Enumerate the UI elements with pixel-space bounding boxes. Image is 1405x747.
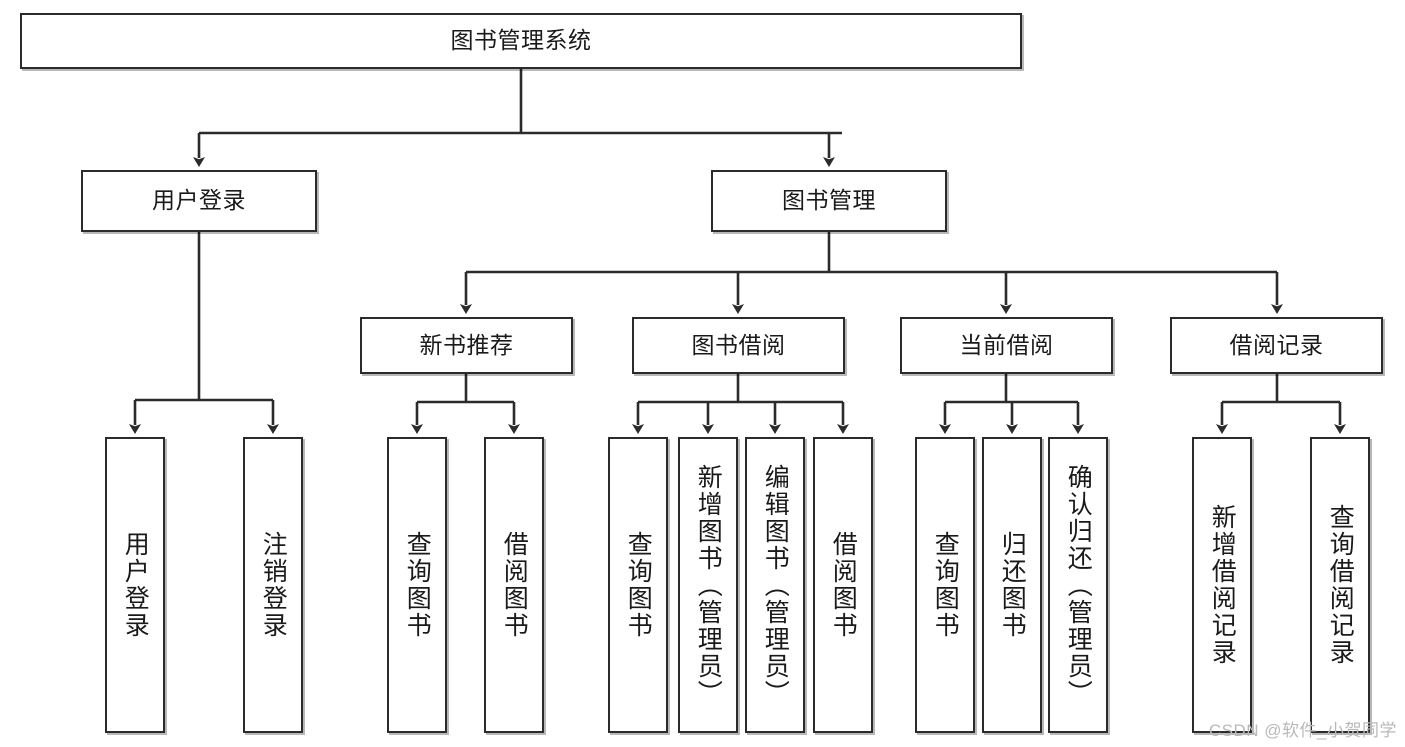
node-leaf-query-book-borrow-label: 查询图书 xyxy=(624,531,653,639)
node-leaf-return-book-label: 归还图书 xyxy=(998,531,1027,639)
node-leaf-query-record[interactable]: 查询借阅记录 xyxy=(1310,437,1370,733)
node-leaf-add-record-label: 新增借阅记录 xyxy=(1208,504,1237,666)
node-borrow-record[interactable]: 借阅记录 xyxy=(1170,317,1383,374)
node-leaf-query-book-cur-label: 查询图书 xyxy=(931,531,960,639)
csdn-watermark: CSDN @软件_小贺同学 xyxy=(1208,721,1397,740)
node-leaf-borrow-book[interactable]: 借阅图书 xyxy=(813,437,873,733)
node-root[interactable]: 图书管理系统 xyxy=(20,13,1022,69)
node-current-borrow-label: 当前借阅 xyxy=(959,331,1054,358)
node-book-manage-label: 图书管理 xyxy=(782,187,876,214)
node-leaf-query-book-borrow[interactable]: 查询图书 xyxy=(608,437,668,733)
node-leaf-add-book[interactable]: 新增图书（管理员） xyxy=(678,437,738,733)
node-leaf-logout-label: 注销登录 xyxy=(259,531,288,639)
node-user-login-label: 用户登录 xyxy=(152,187,246,214)
node-leaf-add-book-label: 新增图书（管理员） xyxy=(694,463,723,707)
node-root-label: 图书管理系统 xyxy=(450,27,592,54)
node-leaf-edit-book-label: 编辑图书（管理员） xyxy=(761,463,790,707)
node-leaf-confirm-return[interactable]: 确认归还（管理员） xyxy=(1048,437,1108,733)
node-leaf-borrow-book-label: 借阅图书 xyxy=(829,531,858,639)
node-current-borrow[interactable]: 当前借阅 xyxy=(900,317,1113,374)
node-leaf-edit-book[interactable]: 编辑图书（管理员） xyxy=(745,437,805,733)
node-borrow-record-label: 借阅记录 xyxy=(1229,331,1324,358)
node-leaf-return-book[interactable]: 归还图书 xyxy=(982,437,1042,733)
node-leaf-query-book-cur[interactable]: 查询图书 xyxy=(915,437,975,733)
node-user-login[interactable]: 用户登录 xyxy=(81,170,317,232)
node-new-book-rec[interactable]: 新书推荐 xyxy=(360,317,573,374)
node-leaf-user-login-label: 用户登录 xyxy=(121,531,150,639)
node-leaf-confirm-return-label: 确认归还（管理员） xyxy=(1064,463,1093,707)
node-leaf-logout[interactable]: 注销登录 xyxy=(243,437,303,733)
node-book-borrow-label: 图书借阅 xyxy=(691,331,786,358)
node-leaf-user-login[interactable]: 用户登录 xyxy=(105,437,165,733)
node-leaf-borrow-book-rec[interactable]: 借阅图书 xyxy=(484,437,544,733)
node-leaf-query-book-rec-label: 查询图书 xyxy=(403,531,432,639)
node-leaf-add-record[interactable]: 新增借阅记录 xyxy=(1192,437,1252,733)
node-book-borrow[interactable]: 图书借阅 xyxy=(632,317,845,374)
node-book-manage[interactable]: 图书管理 xyxy=(711,170,947,232)
node-new-book-rec-label: 新书推荐 xyxy=(419,331,514,358)
node-leaf-borrow-book-rec-label: 借阅图书 xyxy=(500,531,529,639)
node-leaf-query-book-rec[interactable]: 查询图书 xyxy=(387,437,447,733)
node-leaf-query-record-label: 查询借阅记录 xyxy=(1326,504,1355,666)
